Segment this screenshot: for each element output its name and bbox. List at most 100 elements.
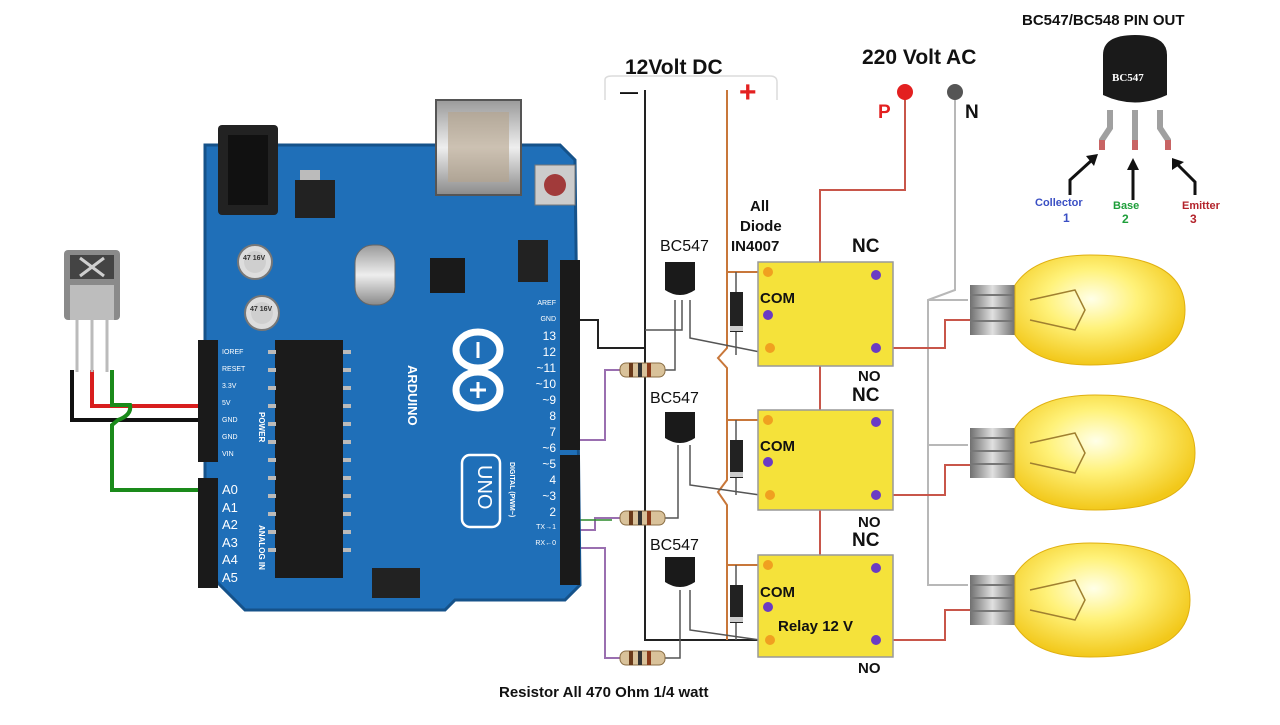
digital-header-bottom <box>560 455 580 585</box>
digital-pin-label: 7 <box>549 425 556 439</box>
relay1-com-label: COM <box>760 290 795 307</box>
power-section-label: POWER <box>257 412 266 443</box>
digital-pin-label: ~11 <box>536 361 556 375</box>
cap-label-2: 47 16V <box>250 306 273 313</box>
pin-emitter-number: 3 <box>1190 212 1197 226</box>
power-header <box>198 340 218 462</box>
analog-pin-label: A1 <box>222 499 238 515</box>
digital-pin-label: TX→1 <box>536 524 556 531</box>
dc-bracket <box>604 75 778 100</box>
power-pin-label: RESET <box>222 366 246 373</box>
capacitor <box>244 295 280 331</box>
digital-header-top <box>560 260 580 450</box>
analog-pin-label: A4 <box>222 552 238 567</box>
pin-base-label: Base <box>1113 200 1140 212</box>
digital-pin-label: 8 <box>549 409 556 423</box>
power-pin-labels: IOREF RESET 3.3V 5V GND GND VIN <box>222 344 245 463</box>
analog-header <box>198 478 218 588</box>
power-pin-label: 3.3V <box>222 383 237 390</box>
transistor <box>665 557 695 587</box>
diode <box>730 440 743 478</box>
analog-pin-label: A5 <box>222 569 238 585</box>
relay-2 <box>757 409 894 511</box>
diode <box>730 292 743 332</box>
dc-supply-label: 12Volt DC <box>625 56 723 79</box>
digital-pin-label: GND <box>540 316 556 323</box>
power-pin-label: GND <box>222 417 238 424</box>
ac-neutral-label: N <box>965 102 979 123</box>
digital-pin-label: ~5 <box>542 457 556 471</box>
diode-note-line2: Diode <box>740 218 782 235</box>
analog-pin-labels: A0 A1 A2 A3 A4 A5 <box>222 481 238 586</box>
digital-pin-label: RX←0 <box>535 540 556 547</box>
transistor <box>665 262 695 295</box>
ir-wire-red <box>90 370 215 408</box>
ac-neutral-terminal <box>947 84 963 100</box>
analog-pin-label: A0 <box>222 482 238 497</box>
dc-minus-rail <box>644 90 760 641</box>
ac-phase-label: P <box>878 102 891 123</box>
pin-base-number: 2 <box>1122 212 1129 226</box>
bulb-2 <box>970 394 1196 511</box>
relay3-no-label: NO <box>858 660 881 677</box>
resistor <box>619 650 666 666</box>
pinout-chip-label: BC547 <box>1112 72 1144 84</box>
resistor-note: Resistor All 470 Ohm 1/4 watt <box>499 684 709 701</box>
arduino-brand: ARDUINO <box>405 365 420 426</box>
wiring <box>70 75 970 659</box>
relay3-nc-label: NC <box>852 530 880 551</box>
relay2-com-label: COM <box>760 438 795 455</box>
power-pin-label: IOREF <box>222 349 244 356</box>
digital-pin-label: 12 <box>542 345 556 359</box>
digital-pin-label: ~6 <box>542 441 556 455</box>
digital-pin-label: 2 <box>549 505 556 519</box>
ir-wire-green <box>110 370 210 492</box>
relay-1 <box>757 261 894 367</box>
digital-section-label: DIGITAL (PWM~) <box>508 462 515 518</box>
arduino-model: UNO <box>473 465 495 510</box>
ac-phase-terminal <box>897 84 913 100</box>
digital-pin-label: 4 <box>549 473 556 487</box>
transistor-label-2: BC547 <box>650 390 699 407</box>
digital-pin-label: AREF <box>537 300 556 307</box>
dc-plus-rail <box>716 90 728 640</box>
relay-name-label: Relay 12 V <box>778 618 854 635</box>
resistor <box>619 510 666 526</box>
analog-pin-label: A3 <box>222 534 238 550</box>
ac-supply-label: 220 Volt AC <box>862 46 977 69</box>
ac-neutral-wire <box>927 95 968 586</box>
diode-note-line3: IN4007 <box>731 238 780 255</box>
analog-section-label: ANALOG IN <box>257 525 266 570</box>
dc-minus-symbol: — <box>620 82 638 102</box>
diode-note-line1: All <box>750 198 770 215</box>
power-pin-label: 5V <box>222 400 231 407</box>
pin-emitter-label: Emitter <box>1182 200 1220 212</box>
transistor-label-1: BC547 <box>660 238 709 255</box>
bulb-3 <box>970 542 1191 658</box>
ac-phase-wire <box>819 95 906 605</box>
pinout-diagram <box>1068 35 1197 200</box>
digital-pin-label: ~3 <box>542 489 556 503</box>
dc-plus-symbol: + <box>739 76 757 109</box>
transistor-label-3: BC547 <box>650 537 699 554</box>
power-pin-label: GND <box>222 434 238 441</box>
power-pin-label: VIN <box>222 451 234 458</box>
ir-wire-black <box>70 370 215 422</box>
relay1-no-label: NO <box>858 368 881 385</box>
pinout-transistor-body <box>1103 35 1167 103</box>
digital-pin-label: ~10 <box>535 377 556 391</box>
digital-pin-labels: AREF GND 13 12 ~11 ~10 ~9 8 7 ~6 ~5 4 ~3… <box>512 296 556 552</box>
pinout-title: BC547/BC548 PIN OUT <box>1022 12 1185 29</box>
atmega-chip <box>275 340 343 578</box>
pin-collector-number: 1 <box>1063 211 1070 225</box>
arduino-logo-icon <box>452 328 504 412</box>
capacitor <box>237 244 273 280</box>
relay1-nc-label: NC <box>852 236 880 257</box>
relay2-no-label: NO <box>858 514 881 531</box>
transistor <box>665 412 695 443</box>
ir-receiver <box>64 250 120 372</box>
relay-3 <box>757 554 894 658</box>
arduino-board <box>198 99 582 612</box>
